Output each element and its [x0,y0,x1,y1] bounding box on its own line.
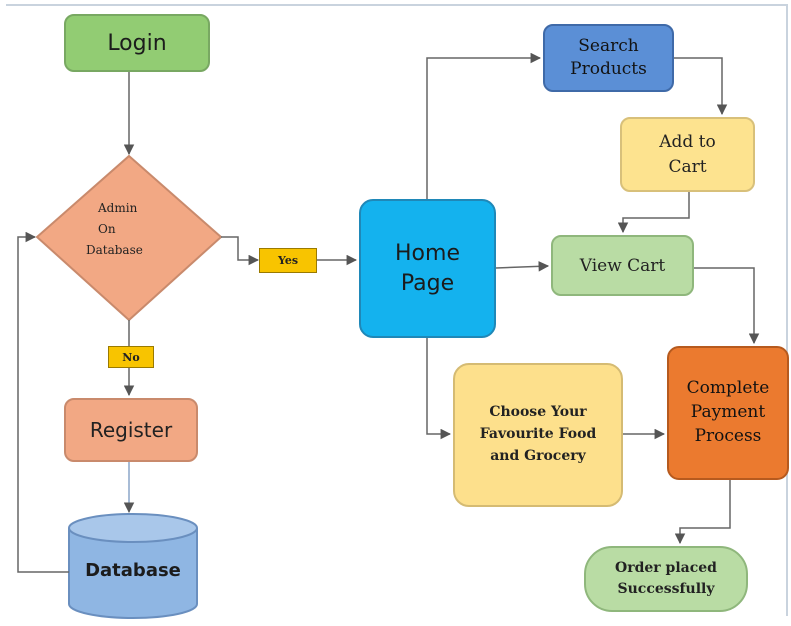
home-line-2: Page [400,270,455,296]
order-placed-node: Order placed Successfully [584,546,748,612]
payment-line-2: Payment [690,402,766,423]
yes-edge-label: Yes [259,248,317,273]
decision-label: Admin On Database [86,198,166,261]
edge-database-loop [17,231,69,573]
home-line-1: Home [395,240,460,266]
decision-line-3: Database [86,243,143,257]
decision-line-2: On [98,222,116,236]
add-to-cart-node: Add to Cart [620,117,755,192]
edge-payment-order [674,480,731,545]
edge-home-search [426,52,542,199]
search-line-1: Search [578,36,639,57]
addcart-line-2: Cart [668,156,707,177]
decision-line-1: Admin [98,201,138,215]
home-page-node: Home Page [359,199,496,338]
edge-home-viewcart [495,261,550,272]
payment-line-3: Process [694,425,762,446]
payment-line-1: Complete [686,378,770,399]
order-line-1: Order placed [615,560,717,576]
no-edge-label: No [108,346,154,368]
complete-payment-node: Complete Payment Process [667,346,789,480]
register-node: Register [64,398,198,462]
login-node: Login [64,14,210,72]
viewcart-label: View Cart [579,255,666,276]
view-cart-node: View Cart [551,235,694,296]
database-label: Database [85,560,181,581]
database-cylinder [68,513,198,619]
yes-text: Yes [277,254,299,267]
diagram-frame [6,4,788,616]
edge-addcart-viewcart [617,192,690,234]
edge-search-addcart [674,57,728,116]
search-products-node: Search Products [543,24,674,92]
choose-food-node: Choose Your Favourite Food and Grocery [453,363,623,507]
choose-line-2: Favourite Food [479,426,597,443]
edge-home-choose [426,338,452,440]
no-text: No [122,350,140,364]
register-label: Register [89,418,173,442]
order-line-2: Successfully [617,581,715,597]
edge-decision-yes [221,236,260,266]
choose-line-3: and Grocery [490,447,586,464]
addcart-line-1: Add to [659,131,716,152]
search-line-2: Products [570,59,647,79]
choose-line-1: Choose Your [489,404,587,421]
login-label: Login [107,30,167,56]
edge-viewcart-payment [694,267,760,345]
